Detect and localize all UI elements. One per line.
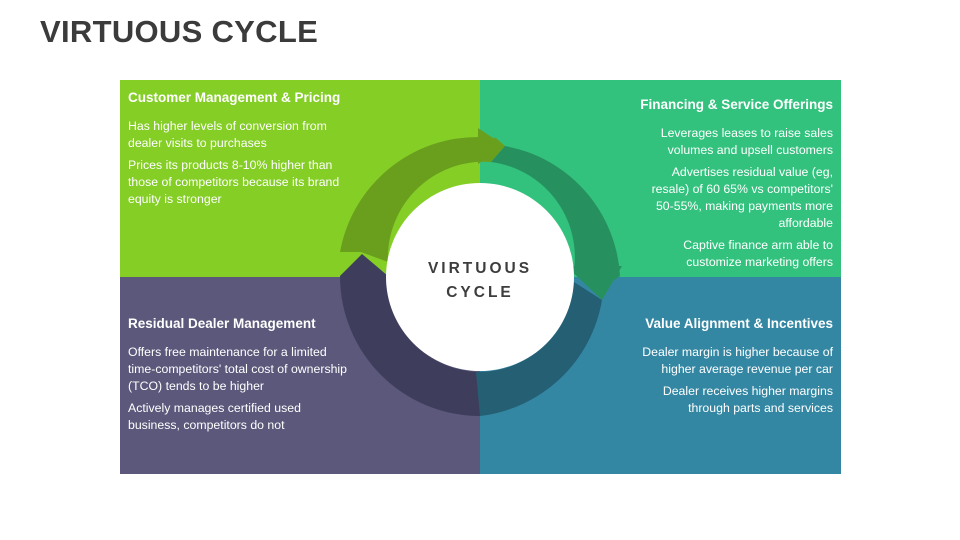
cycle-arrow-teal-head bbox=[566, 266, 622, 300]
quadrant-point: Dealer margin is higher because of highe… bbox=[642, 345, 833, 376]
quadrant-point: Captive finance arm able to customize ma… bbox=[683, 238, 833, 269]
cycle-center-circle bbox=[386, 183, 574, 371]
quadrant-point: Advertises residual value (eg, resale) o… bbox=[651, 165, 833, 230]
cycle-arrow-blue bbox=[465, 282, 602, 416]
quadrant-heading: Value Alignment & Incentives bbox=[645, 316, 833, 331]
cycle-arrow-teal bbox=[491, 146, 620, 288]
cycle-arrow-purple-head bbox=[340, 254, 388, 276]
quadrant-heading: Customer Management & Pricing bbox=[128, 90, 341, 105]
quadrant-heading: Residual Dealer Management bbox=[128, 316, 316, 331]
quadrant-heading: Financing & Service Offerings bbox=[640, 97, 833, 112]
quadrant-point: Prices its products 8-10% higher than th… bbox=[128, 158, 340, 206]
quadrant-point: Actively manages certified used business… bbox=[128, 401, 301, 432]
cycle-arrow-green-head bbox=[478, 128, 505, 164]
center-label-line1: VIRTUOUS bbox=[427, 260, 533, 277]
slide-title: VIRTUOUS CYCLE bbox=[40, 14, 319, 49]
center-label: VIRTUOUS CYCLE bbox=[387, 257, 573, 305]
cycle-arrow-green bbox=[340, 136, 505, 262]
quadrant-point: Dealer receives higher margins through p… bbox=[662, 384, 833, 415]
quadrant-point: Leverages leases to raise sales volumes … bbox=[660, 126, 833, 157]
quadrant-point: Offers free maintenance for a limited ti… bbox=[128, 345, 347, 393]
cycle-arrow-purple bbox=[340, 256, 480, 416]
center-label-line2: CYCLE bbox=[446, 284, 514, 301]
quadrant-point: Has higher levels of conversion from dea… bbox=[128, 119, 327, 150]
